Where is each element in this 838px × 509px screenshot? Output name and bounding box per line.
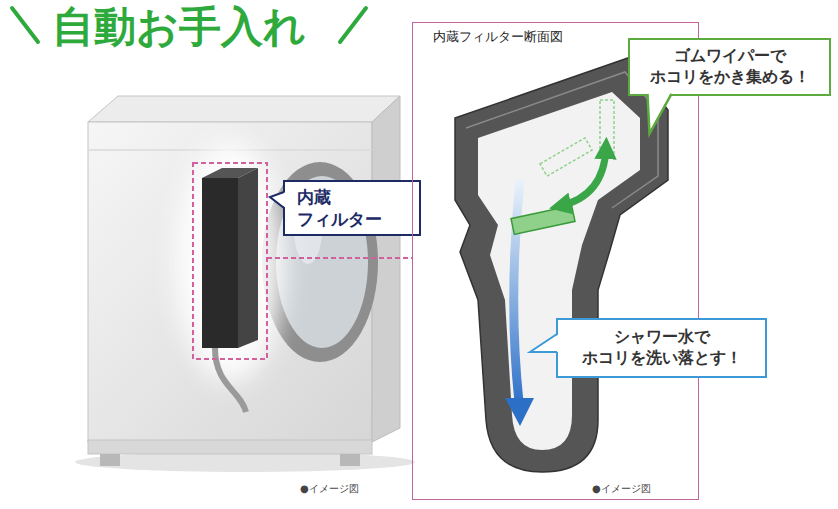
machine-foot — [100, 454, 120, 466]
node-text: 内蔵フィルター断面図 — [433, 29, 563, 46]
note-label: ●イメージ図 — [592, 482, 651, 496]
callout-box: シャワー水で ホコリを洗い落とす！ — [556, 318, 767, 378]
machine-foot — [340, 454, 360, 466]
callout-tail — [285, 182, 286, 183]
built-in-filter — [202, 178, 238, 348]
callout-tail-fill — [648, 92, 672, 134]
node-text: シャワー水で ホコリを洗い落とす！ — [574, 327, 749, 369]
wiper-motion-arrow — [560, 148, 606, 206]
floor-shadow — [75, 452, 415, 472]
machine-top — [88, 96, 400, 122]
shower-arrowhead — [505, 398, 534, 426]
filter-glow — [175, 142, 285, 382]
filter-chamber — [478, 92, 640, 450]
machine-base — [88, 440, 372, 454]
rubber-wiper — [511, 206, 575, 235]
callout-tail — [558, 320, 559, 321]
shower-arrow — [514, 180, 520, 402]
callout-box: ゴムワイパーで ホコリをかき集める！ — [628, 38, 831, 96]
title: 自動お手入れ — [52, 2, 306, 52]
filter-housing — [455, 58, 668, 472]
filter-side — [238, 168, 258, 348]
callout-tail-outline — [648, 94, 672, 134]
title-slash — [340, 8, 366, 42]
title-slash — [12, 8, 38, 42]
wiper-ghost — [540, 138, 592, 176]
callout-tail-fill — [530, 334, 559, 352]
callout-tail-fill — [270, 192, 286, 208]
hose — [215, 348, 246, 412]
callout-tail — [630, 40, 631, 41]
node-text: ゴムワイパーで ホコリをかき集める！ — [642, 46, 817, 88]
callout-tail-outline — [270, 192, 284, 208]
node-text: 内蔵 フィルター — [297, 186, 407, 230]
callout-tail-outline — [530, 334, 557, 352]
callout-box: 内蔵 フィルター — [283, 180, 421, 236]
leader-line — [267, 257, 412, 259]
note-label: ●イメージ図 — [300, 482, 359, 496]
highlight-frame — [193, 163, 267, 359]
